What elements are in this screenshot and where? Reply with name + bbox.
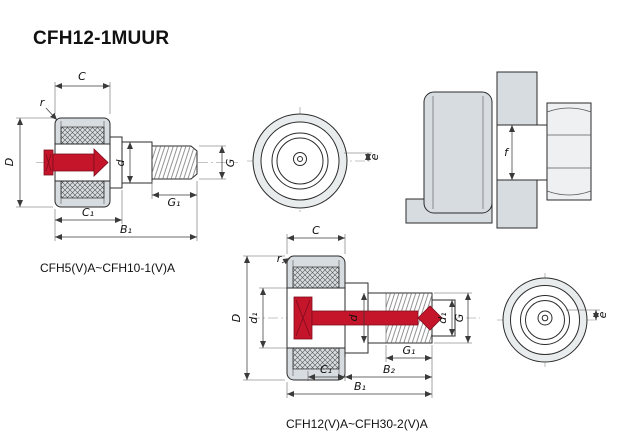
caption-small-range: CFH5(V)A~CFH10-1(V)A <box>40 261 176 275</box>
dim-label-B1: B₁ <box>120 223 132 236</box>
dim-B2: B₂ <box>345 363 432 380</box>
side-view-mounted: f <box>405 71 592 229</box>
dim-label-G: G <box>453 314 466 323</box>
dim-label-C1: C₁ <box>82 206 94 219</box>
dim-D: D <box>3 117 53 208</box>
dim-C1: C₁ <box>307 357 346 381</box>
dim-e-bottom: e <box>566 309 609 320</box>
dim-d: d <box>114 142 133 183</box>
dim-label-e: e <box>368 153 381 160</box>
dim-label-f: f <box>504 146 510 159</box>
dim-d1-left: d₁ <box>247 287 287 349</box>
dim-f: f <box>504 125 515 180</box>
dim-G1: G₁ <box>385 344 433 398</box>
dim-C: C <box>286 224 346 254</box>
hex-socket-mark <box>45 153 52 172</box>
roller-side <box>423 91 493 214</box>
section-view-small: C r D d G <box>3 70 238 241</box>
dim-label-B1: B₁ <box>354 380 366 393</box>
dim-D: D <box>230 255 285 381</box>
dim-label-d1: d₁ <box>247 312 260 323</box>
grease-hole <box>293 152 307 166</box>
hex-nut <box>546 102 592 201</box>
dim-label-B2: B₂ <box>383 363 396 376</box>
front-view-large: e <box>497 273 609 367</box>
dim-label-G1: G₁ <box>403 344 416 357</box>
dim-d: d <box>347 293 367 343</box>
caption-large-range: CFH12(V)A~CFH30-2(V)A <box>286 417 428 431</box>
dim-label-G1: G₁ <box>168 196 181 209</box>
needle-rollers-top <box>292 266 340 289</box>
dim-label-d1: d₁ <box>436 312 449 323</box>
needle-rollers-bottom <box>60 180 105 199</box>
dim-r: r <box>40 96 58 121</box>
grease-hole <box>537 310 553 326</box>
dim-G: G <box>199 145 237 180</box>
dim-label-D: D <box>3 158 16 166</box>
dim-r: r <box>277 252 291 265</box>
dim-label-D: D <box>230 314 243 322</box>
dim-label-d: d <box>114 158 127 166</box>
dim-d1-right: d₁ <box>436 300 455 336</box>
dim-label-e: e <box>596 311 609 318</box>
stud-through-plate <box>496 124 548 181</box>
dim-C: C <box>54 70 111 114</box>
front-view-small: e <box>247 107 381 215</box>
dim-label-C: C <box>312 224 320 237</box>
dim-G1: G₁ <box>151 181 198 241</box>
needle-rollers-top <box>60 126 105 145</box>
needle-rollers-bottom <box>292 347 340 370</box>
dim-label-G: G <box>224 159 237 168</box>
dim-label-r: r <box>40 96 46 109</box>
dim-G: G <box>434 292 472 344</box>
stud-highlight-red <box>43 148 109 177</box>
dim-B1: B₁ <box>286 380 432 398</box>
page-title: CFH12-1MUUR <box>33 28 170 49</box>
dim-label-d: d <box>347 313 360 321</box>
dim-e-top: e <box>344 152 381 161</box>
dim-label-C1: C₁ <box>320 363 332 376</box>
hex-socket-mark <box>295 299 311 337</box>
dim-label-C: C <box>78 70 86 83</box>
dim-B1: B₁ <box>55 223 197 240</box>
dim-label-r: r <box>277 252 283 265</box>
section-view-large: C r D d₁ d <box>230 224 480 398</box>
